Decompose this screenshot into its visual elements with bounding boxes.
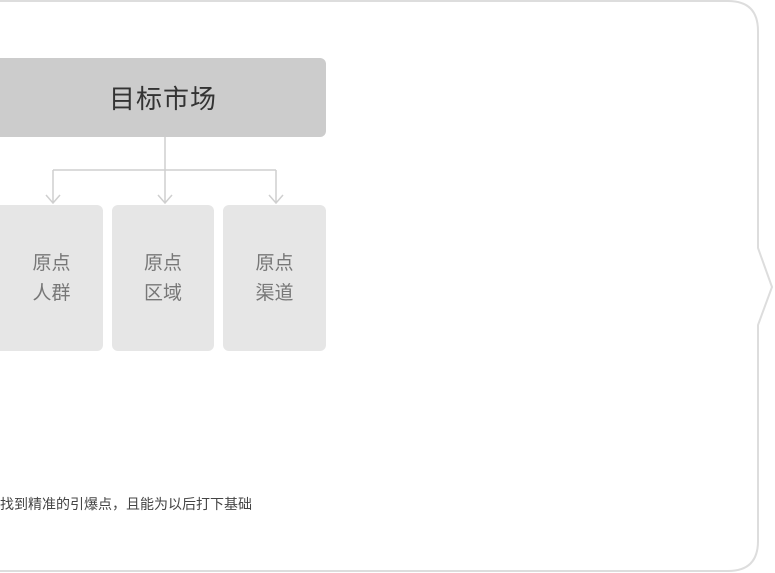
root-node-target-market: 目标市场 xyxy=(0,58,326,137)
arrowhead-1 xyxy=(45,194,61,205)
child-node-label: 原点区域 xyxy=(143,252,182,304)
arrowhead-2 xyxy=(157,194,173,205)
child-node-label: 原点人群 xyxy=(32,252,71,304)
connector-lines xyxy=(45,137,284,205)
root-node-label: 目标市场 xyxy=(108,85,217,115)
child-node-origin-channel: 原点渠道 xyxy=(223,205,326,351)
child-node-origin-region: 原点区域 xyxy=(112,205,214,351)
child-node-origin-crowd: 原点人群 xyxy=(0,205,103,351)
arrowhead-3 xyxy=(268,194,284,205)
child-node-label: 原点渠道 xyxy=(255,252,294,304)
diagram-caption: 找到精准的引爆点，且能为以后打下基础 xyxy=(0,497,252,513)
